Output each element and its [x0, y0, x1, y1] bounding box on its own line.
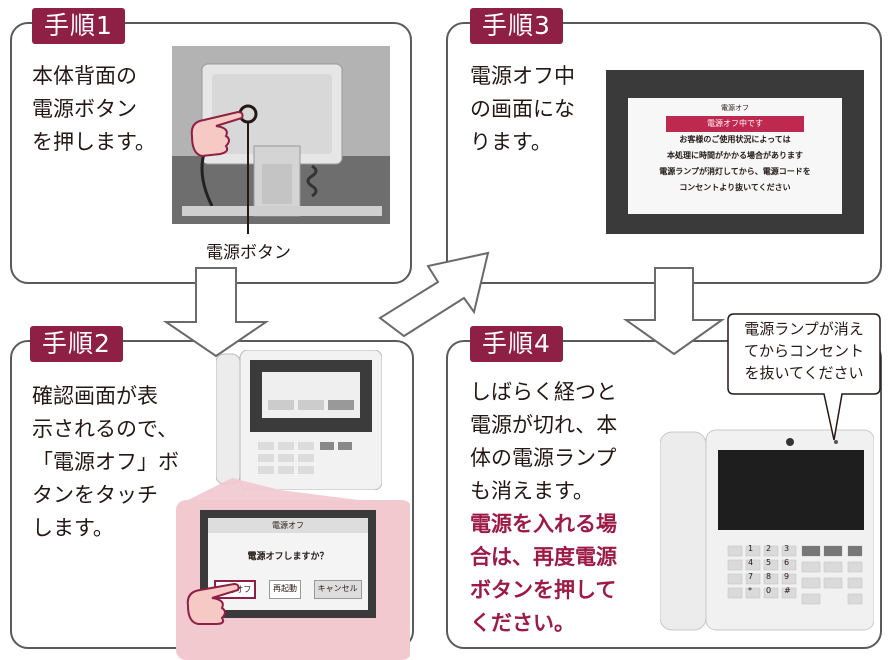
keypad-key-9: 9	[784, 572, 790, 581]
power-off-screen: 電源オフ 電源オフ中です お客様のご使用状況によっては 本処理に時間がかかる場合…	[606, 70, 864, 234]
zoomed-dialog: 電源オフ 電源オフしますか？ 電源オフ 再起動 キャンセル	[208, 518, 368, 610]
phone-back-photo	[172, 46, 390, 224]
zoomed-dialog-question: 電源オフしますか？	[247, 552, 329, 562]
down-arrow-1	[162, 267, 270, 358]
keypad-key-5: 5	[766, 558, 772, 567]
step1-badge: 手順1	[32, 8, 125, 44]
power-off-message-box: 電源オフ 電源オフ中です お客様のご使用状況によっては 本処理に時間がかかる場合…	[628, 98, 842, 214]
phone-front-photo	[659, 350, 875, 632]
keypad-key-7: 7	[748, 572, 754, 581]
step2-text: 確認画面が表 示されるので、 「電源オフ」ボ タンをタッチ します。	[32, 384, 179, 540]
cancel-button[interactable]: キャンセル	[313, 580, 362, 599]
keypad-key-4: 4	[748, 558, 754, 567]
speech-bubble	[727, 313, 881, 441]
screen-banner: 電源オフ中です	[666, 116, 804, 132]
finger-pointer-icon	[190, 110, 244, 158]
keypad-key-6: 6	[784, 558, 790, 567]
keypad-key-star: *	[748, 586, 752, 595]
step4-note: 電源を入れる場 合は、再度電源 ボタンを押して ください。	[470, 512, 617, 635]
finger-pointer-icon-2	[186, 582, 240, 625]
keypad-key-hash: #	[784, 586, 791, 595]
restart-button[interactable]: 再起動	[268, 580, 301, 599]
keypad-key-8: 8	[766, 572, 772, 581]
step1-text: 本体背面の 電源ボタン を押します。	[32, 64, 156, 154]
zoomed-dialog-title: 電源オフ	[208, 518, 368, 533]
step2-badge: 手順2	[30, 326, 123, 362]
step3-badge: 手順3	[470, 8, 563, 44]
screen-line-2: 本処理に時間がかかる場合があります	[667, 151, 803, 160]
screen-line-4: コンセントより抜いてください	[679, 183, 791, 192]
step4-text: しばらく経つと 電源が切れ、本 体の電源ランプ も消えます。	[470, 380, 618, 503]
speech-bubble-text: 電源ランプが消え てからコンセント を抜いてください	[743, 320, 864, 382]
step3-text: 電源オフ中 の画面にな ります。	[470, 64, 575, 154]
keypad-key-0: 0	[766, 586, 772, 595]
screen-line-3: 電源ランプが消灯してから、電源コードを	[659, 167, 811, 176]
screen-line-1: お客様のご使用状況によっては	[679, 135, 791, 144]
keypad-key-3: 3	[784, 544, 790, 553]
step4-badge: 手順4	[470, 326, 563, 362]
keypad-key-1: 1	[748, 544, 754, 553]
down-arrow-2	[622, 267, 726, 356]
diagonal-arrow	[378, 251, 490, 338]
screen-title: 電源オフ	[721, 104, 749, 112]
keypad-key-2: 2	[766, 544, 772, 553]
phone-confirm-illustration	[215, 349, 383, 491]
power-button-caption: 電源ボタン	[206, 243, 291, 263]
